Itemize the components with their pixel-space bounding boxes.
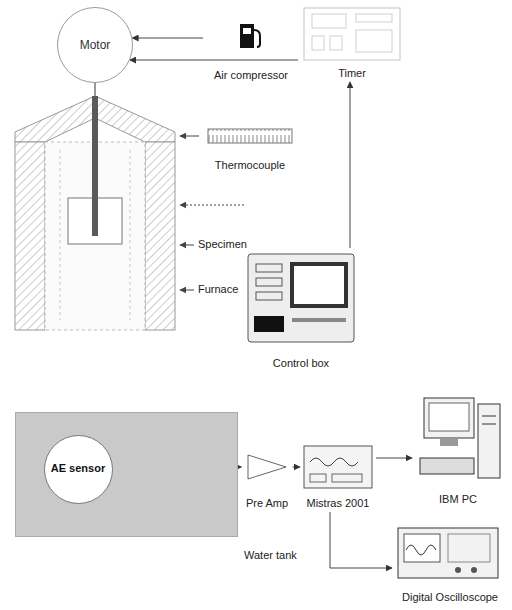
compressor-icon [240, 24, 260, 48]
thermocouple-icon [208, 129, 292, 143]
node-label: Air compressor [214, 69, 288, 82]
thermocouple-node: Thermocouple [200, 124, 300, 174]
motor-circle: Motor [57, 7, 133, 83]
node-label: Water tank [244, 549, 297, 562]
control-box-node: Control box [240, 248, 362, 372]
mistras-icon [304, 446, 372, 488]
part-label: Furnace [198, 283, 238, 296]
signal-connector [132, 38, 203, 39]
node-label: AE sensor [51, 462, 105, 475]
pc-icon [420, 398, 500, 478]
preamp-symbol [248, 455, 286, 479]
preamp-node: Pre Amp [242, 448, 293, 512]
pc-node: IBM PC [412, 392, 504, 508]
node-label: Control box [273, 357, 329, 370]
furnace-drawing [15, 83, 175, 330]
mistras-node: Mistras 2001 [300, 440, 376, 512]
water-tank: Water tankAE sensor [15, 412, 238, 537]
signal-connector [350, 82, 351, 248]
node-label: IBM PC [439, 493, 477, 506]
signal-connector [130, 60, 298, 61]
part-label: Specimen [198, 238, 247, 251]
node-label: Pre Amp [246, 497, 288, 510]
signal-connector [376, 458, 412, 459]
signal-connector [330, 512, 392, 568]
ae-sensor: AE sensor [44, 435, 113, 504]
node-label: Mistras 2001 [307, 497, 370, 510]
node-label: Digital Oscilloscope [402, 591, 498, 604]
node-label: Thermocouple [215, 159, 285, 172]
timer-panel [304, 8, 400, 60]
compressor-node: Air compressor [203, 18, 299, 84]
signal-connector [293, 467, 301, 468]
control-box-icon [248, 254, 354, 342]
node-label: Timer [338, 67, 366, 80]
node-label: Motor [80, 38, 111, 52]
oscilloscope-node: Digital Oscilloscope [392, 522, 508, 606]
oscilloscope-icon [398, 528, 498, 578]
timer-node: Timer [298, 4, 406, 82]
